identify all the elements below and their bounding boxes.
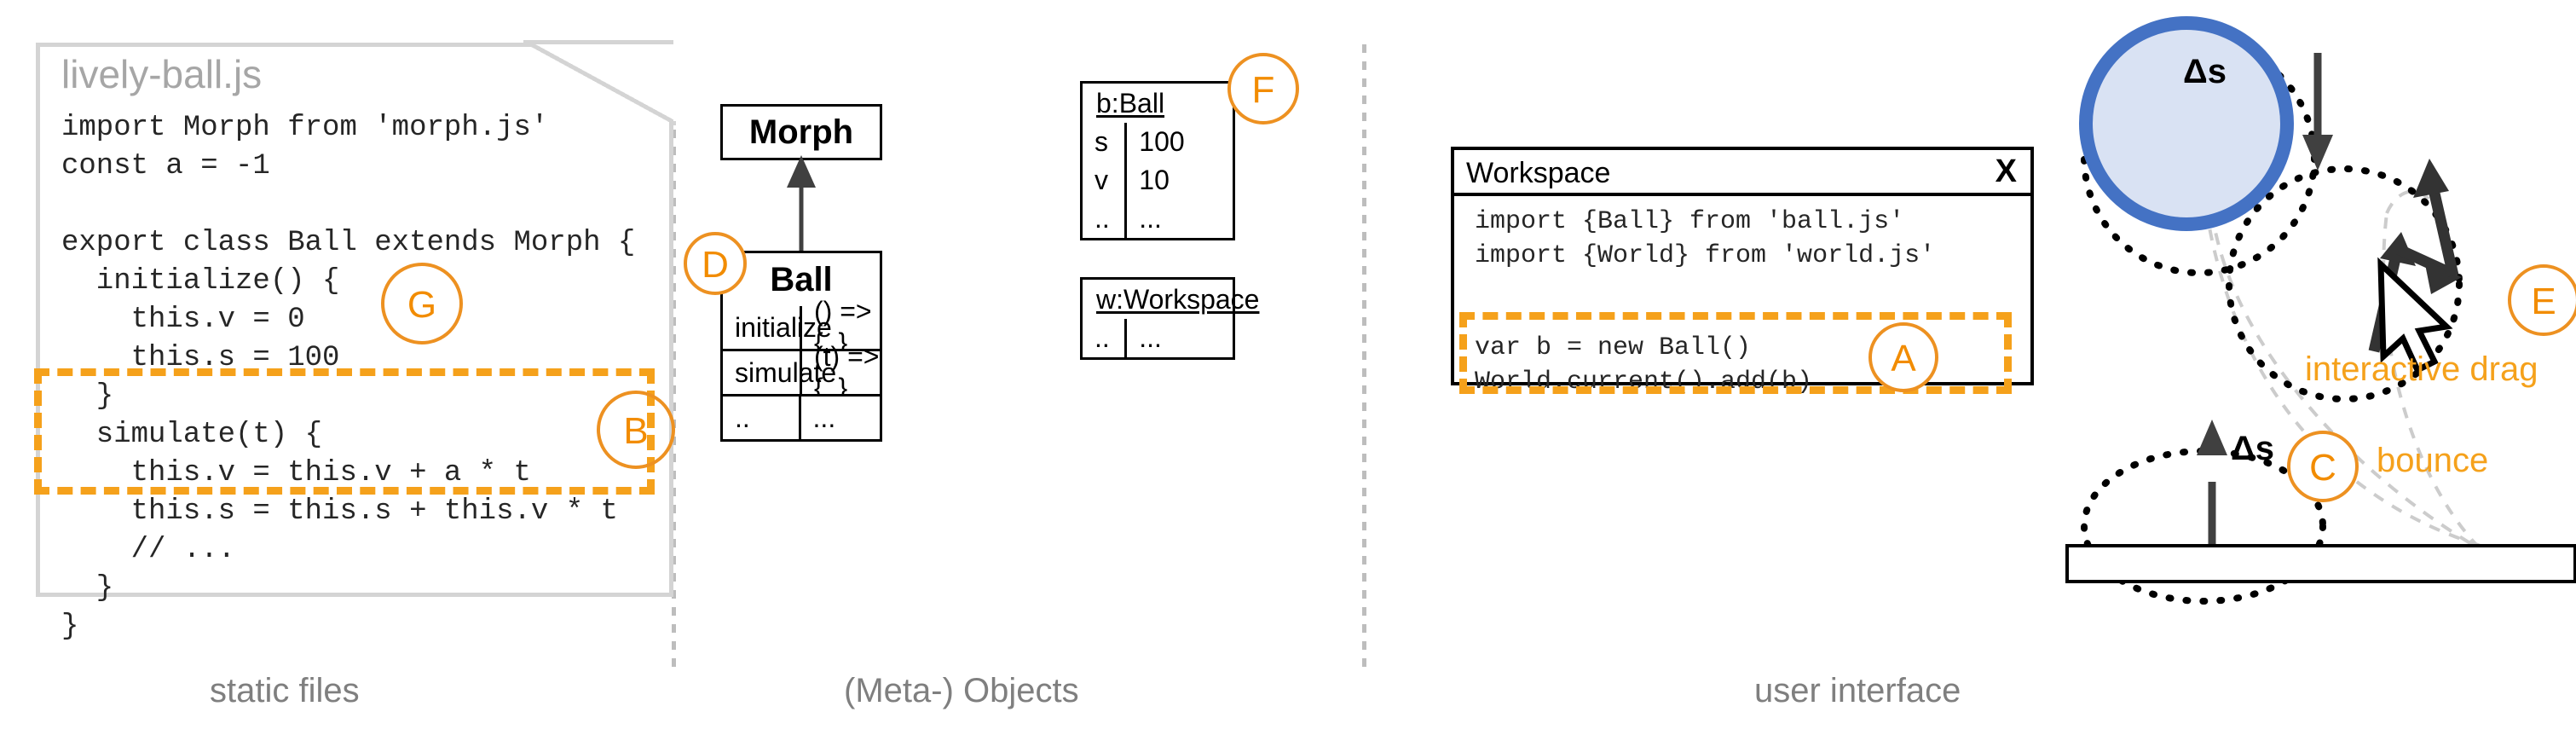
workspace-title: Workspace	[1466, 157, 1611, 189]
object-workspace-name: w:Workspace	[1083, 280, 1259, 319]
file-name-label: lively-ball.js	[61, 52, 263, 96]
marker-a[interactable]: A	[1868, 322, 1938, 392]
source-file-card[interactable]: lively-ball.js import Morph from 'morph.…	[36, 38, 678, 643]
bounce-label: bounce	[2377, 442, 2489, 479]
caption-user-interface: user interface	[1754, 672, 1961, 709]
object-bball-value-2: ...	[1124, 200, 1233, 238]
object-bball-key-2: ..	[1095, 203, 1110, 234]
file-source-code[interactable]: import Morph from 'morph.js' const a = -…	[61, 112, 636, 643]
uml-ball-member-2: ..	[735, 402, 750, 433]
uml-ball-member-1: simulate	[735, 356, 837, 388]
object-bball-name-text: b:Ball	[1096, 87, 1165, 119]
object-bball-value-0: 100	[1124, 123, 1233, 161]
marker-b[interactable]: B	[597, 391, 675, 469]
object-bball-key-1: v	[1095, 165, 1108, 195]
uml-class-morph-name: Morph	[748, 113, 854, 151]
delta-s-bottom-label: Δs	[2231, 430, 2274, 467]
paper-fold-right-mask	[673, 43, 678, 122]
column-divider-2	[1362, 44, 1366, 675]
column-divider-1	[672, 44, 676, 675]
marker-d[interactable]: D	[684, 232, 747, 295]
interactive-drag-label: interactive drag	[2305, 350, 2538, 388]
object-bball-name: b:Ball	[1083, 84, 1233, 123]
bounce-illustration	[2079, 16, 2490, 605]
highlight-box-simulate	[34, 368, 655, 495]
uml-ball-member-0: initialize	[735, 311, 832, 343]
uml-ball-value-1: (t) => {..}	[800, 341, 880, 403]
highlight-box-statements	[1459, 312, 2012, 394]
object-workspace-value-0: ...	[1124, 319, 1233, 357]
uml-class-ball-row-2[interactable]: .. ...	[720, 397, 882, 442]
uml-class-ball-row-1[interactable]: simulate (t) => {..}	[720, 341, 882, 403]
object-bball-row-2[interactable]: .. ...	[1080, 200, 1235, 240]
uml-ball-value-2: ...	[798, 397, 880, 439]
workspace-window[interactable]: Workspace X import {Ball} from 'ball.js'…	[1451, 147, 2034, 397]
object-bball-header[interactable]: b:Ball	[1080, 81, 1235, 125]
cursor-arrow-icon	[2377, 257, 2453, 374]
paper-fold-right-edge	[672, 121, 676, 125]
paper-fold-top-edge	[523, 40, 673, 44]
object-workspace-name-text: w:Workspace	[1096, 283, 1260, 315]
caption-static-files: static files	[210, 672, 360, 709]
delta-s-down-arrow-icon	[2302, 53, 2333, 171]
marker-c[interactable]: C	[2287, 431, 2359, 502]
delta-s-up-arrow-icon	[2197, 420, 2227, 563]
workspace-statements-code[interactable]: var b = new Ball() World.current().add(b…	[1475, 333, 1813, 397]
drag-vector-icon	[2368, 159, 2462, 353]
ground-surface	[2065, 544, 2576, 583]
object-bball-key-0: s	[1095, 126, 1108, 157]
uml-class-ball-header[interactable]: Ball	[720, 251, 882, 309]
object-workspace-header[interactable]: w:Workspace	[1080, 277, 1259, 321]
marker-f[interactable]: F	[1227, 53, 1299, 124]
marker-g[interactable]: G	[381, 263, 463, 344]
close-icon[interactable]: X	[1995, 153, 2017, 189]
object-bball-row-0[interactable]: s 100	[1080, 123, 1235, 164]
marker-e[interactable]: E	[2508, 264, 2576, 336]
object-workspace-key-0: ..	[1095, 322, 1110, 353]
paper-body	[36, 43, 673, 597]
object-workspace-row-0[interactable]: .. ...	[1080, 319, 1235, 360]
caption-meta-objects: (Meta-) Objects	[844, 672, 1079, 709]
workspace-titlebar[interactable]: Workspace X	[1454, 150, 2030, 196]
paper-fold-icon	[526, 40, 676, 122]
uml-class-ball-name: Ball	[770, 260, 833, 298]
object-bball-row-1[interactable]: v 10	[1080, 161, 1235, 202]
delta-s-top-label: Δs	[2183, 53, 2227, 90]
object-bball-value-1: 10	[1124, 161, 1233, 200]
inheritance-arrow-icon	[787, 155, 816, 254]
workspace-imports-code[interactable]: import {Ball} from 'ball.js' import {Wor…	[1475, 207, 1936, 270]
uml-class-morph[interactable]: Morph	[720, 104, 882, 160]
